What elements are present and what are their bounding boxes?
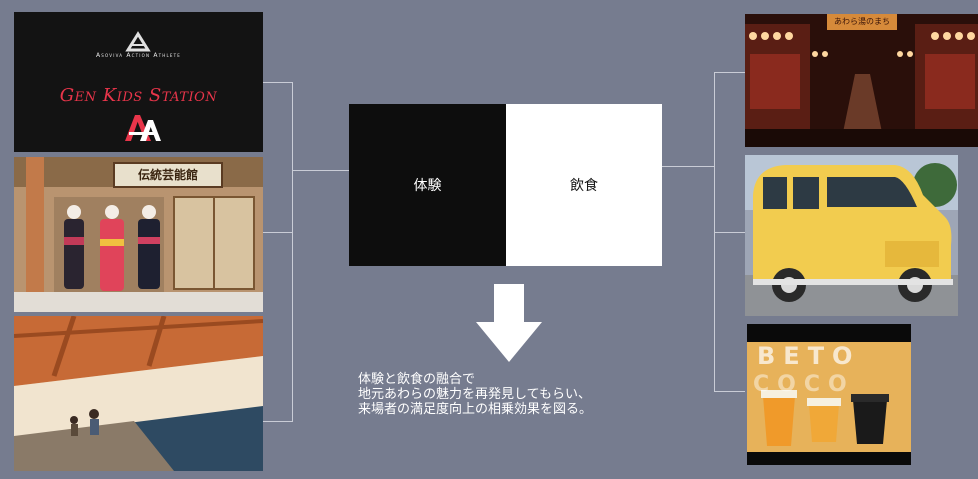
geisha-figure [64, 205, 84, 289]
logo-tagline: Asoviva Action Athlete [95, 52, 181, 59]
logo-top-mark [125, 31, 151, 52]
coffee-sign-line2: COCO [753, 372, 855, 397]
coffee-illustration [747, 324, 911, 465]
gen-kids-station-logo: Asoviva Action Athlete Gen Kids Station [14, 12, 263, 152]
right-connector-to-center [662, 166, 714, 167]
photo-footbath [14, 316, 263, 471]
right-connector-mid [714, 232, 745, 233]
geisha-figure [138, 205, 160, 289]
photo-coffee-stand: BETO COCO [747, 324, 911, 465]
coffee-cup [807, 398, 841, 442]
logo-aaa-emblem [125, 115, 161, 141]
left-connector-to-center [293, 170, 349, 171]
experience-label: 体験 [413, 178, 442, 194]
logo-brand-name: Gen Kids Station [59, 85, 218, 106]
experience-block: 体験 [349, 104, 506, 266]
van-illustration [745, 155, 958, 316]
coffee-cup [851, 394, 889, 444]
logo-graphics [125, 31, 161, 141]
photo-geisha-performance: 伝統芸能館 [14, 157, 263, 312]
street-illustration [745, 14, 978, 147]
footbath-illustration [14, 316, 263, 471]
caption-line-2: 地元あわらの魅力を再発見してもらい、 [358, 387, 591, 402]
geisha-figure [100, 205, 124, 291]
left-connector-mid [263, 232, 293, 233]
geisha-illustration [14, 157, 263, 312]
caption-line-3: 来場者の満足度向上の相乗効果を図る。 [358, 402, 593, 417]
food-label: 飲食 [570, 178, 598, 194]
left-connector-bracket [263, 82, 293, 422]
down-arrow-icon [476, 284, 542, 362]
coffee-sign-line1: BETO [757, 342, 861, 370]
photo-hot-spring-street: あわら湯のまち [745, 14, 978, 147]
geisha-hall-sign: 伝統芸能館 [137, 168, 198, 182]
photo-yellow-van [745, 155, 958, 316]
coffee-cup [761, 390, 797, 446]
food-block: 飲食 [506, 104, 662, 266]
street-sign: あわら湯のまち [834, 17, 890, 26]
caption-line-1: 体験と飲食の融合で [358, 372, 476, 387]
caption: 体験と飲食の融合で 地元あわらの魅力を再発見してもらい、 来場者の満足度向上の相… [358, 372, 592, 417]
